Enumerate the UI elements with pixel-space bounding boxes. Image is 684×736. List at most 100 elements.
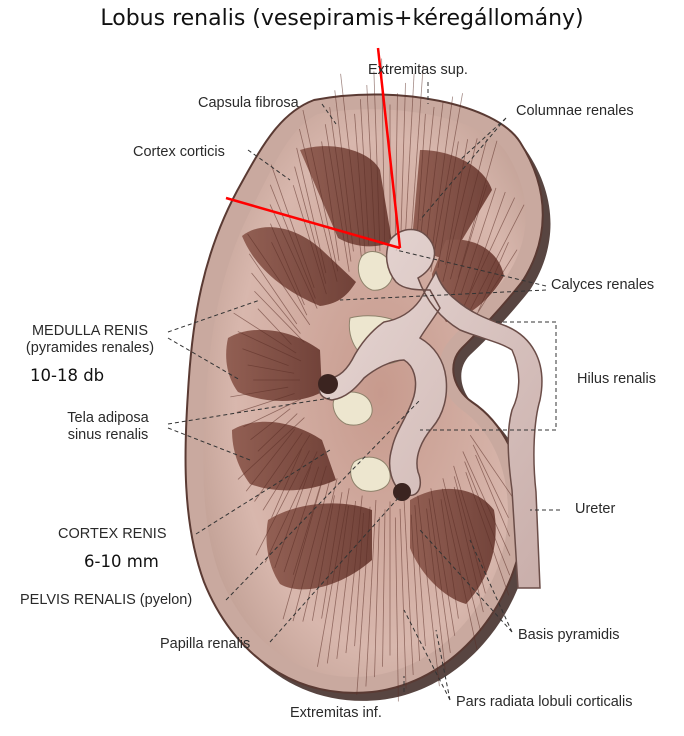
striation-line [462, 197, 516, 309]
striation-line [264, 451, 318, 563]
striation-line [237, 331, 302, 362]
striation-line [442, 478, 481, 632]
label-pelvis-renalis: PELVIS RENALIS (pyelon) [20, 592, 193, 608]
page-title: Lobus renalis (vesepiramis+kéregállomány… [100, 6, 584, 31]
leader-columnae [419, 117, 507, 221]
striation-line [453, 465, 488, 575]
striation-line [373, 71, 381, 252]
striation-line [302, 478, 338, 622]
pelvis-renalis-shape [318, 228, 543, 589]
label-extremitas-inf: Extremitas inf. [290, 705, 382, 721]
striation-line [326, 505, 349, 664]
striation-line [410, 514, 421, 661]
striation-line [321, 492, 343, 619]
striation-line [270, 223, 305, 306]
leader-cortex-corticis [247, 149, 291, 181]
striation-line [296, 147, 327, 274]
striation-line [269, 204, 318, 309]
striation-line [270, 164, 315, 288]
striation-line [262, 434, 311, 511]
pyramid-6 [232, 421, 336, 491]
striation-line [394, 93, 398, 251]
striation-line [271, 448, 303, 518]
lobus-highlight-lines [225, 47, 402, 250]
striation-line [445, 139, 469, 265]
striation-line [269, 184, 316, 299]
label-pars-radiata: Pars radiata lobuli corticalis [456, 694, 633, 710]
striation-line [340, 73, 363, 265]
striation-line [472, 444, 509, 518]
striation-line [251, 272, 301, 334]
striation-line [403, 499, 414, 676]
striation-line [462, 451, 511, 556]
striation-line [453, 486, 484, 613]
striation-line [416, 113, 426, 248]
leader-papilla [269, 495, 401, 643]
striation-line [255, 450, 310, 556]
label-cortex-corticis: Cortex corticis [133, 144, 225, 160]
striation-line [317, 488, 350, 667]
striation-line [457, 140, 498, 278]
leader-lines [167, 82, 560, 701]
striation-line [311, 495, 335, 621]
striation-line [437, 141, 459, 268]
striation-line [442, 138, 478, 282]
fat-lower [332, 391, 373, 426]
label-tela-adiposa: Tela adiposa sinus renalis [50, 410, 166, 443]
striation-line [417, 495, 440, 687]
striation-line [426, 508, 446, 670]
striation-line [356, 506, 371, 695]
striation-line [292, 185, 327, 295]
striation-line [274, 466, 312, 569]
striation-line [324, 124, 350, 272]
striation-line [282, 482, 323, 620]
papilla-renalis-mark [318, 374, 338, 394]
striation-line [292, 465, 327, 575]
fat-bottom [350, 456, 391, 492]
striation-line [477, 242, 509, 312]
striation-line [414, 505, 426, 647]
striation-line [345, 495, 363, 654]
striation-line [450, 138, 488, 280]
striation-line [294, 166, 327, 284]
striation-line [250, 408, 291, 441]
striation-line [271, 242, 308, 316]
striation-line [321, 141, 340, 261]
label-tela-adiposa-line1: Tela adiposa [67, 410, 149, 426]
label-columnae-renales: Columnae renales [516, 103, 634, 119]
striation-line [283, 466, 320, 573]
striation-line [469, 249, 518, 326]
striation-line [247, 364, 295, 374]
label-hilus-renalis: Hilus renalis [577, 371, 656, 387]
pyramid-2 [412, 150, 492, 260]
striation-line [248, 253, 298, 325]
label-capsula-fibrosa: Capsula fibrosa [198, 95, 299, 111]
pyramid-5 [226, 329, 322, 401]
striation-line [428, 498, 451, 653]
label-medulla-renis: MEDULLA RENIS (pyramides renales) [10, 323, 170, 356]
leader-calyces [339, 249, 547, 301]
fat-upper [357, 251, 394, 291]
striation-line [399, 508, 407, 689]
striation-line [453, 476, 486, 594]
leader-hilus [420, 321, 557, 431]
striation-line [440, 499, 459, 619]
striation-line [237, 417, 305, 480]
note-cortex-thickness: 6-10 mm [84, 552, 159, 571]
striation-line [242, 348, 289, 366]
striation-line [292, 480, 330, 622]
striation-line [403, 73, 415, 261]
striation-line [236, 393, 295, 413]
striation-line [233, 312, 297, 354]
striation-line [365, 499, 377, 687]
striation-line [299, 128, 338, 282]
pyramid-1 [300, 146, 392, 247]
striations [230, 58, 533, 702]
striation-line [354, 113, 366, 255]
leader-cortex-renis [195, 449, 331, 535]
label-ureter: Ureter [575, 501, 616, 517]
striation-line [336, 500, 356, 659]
striation-line [430, 488, 456, 636]
label-medulla-renis-line1: MEDULLA RENIS [31, 323, 149, 339]
striation-line [475, 454, 510, 537]
